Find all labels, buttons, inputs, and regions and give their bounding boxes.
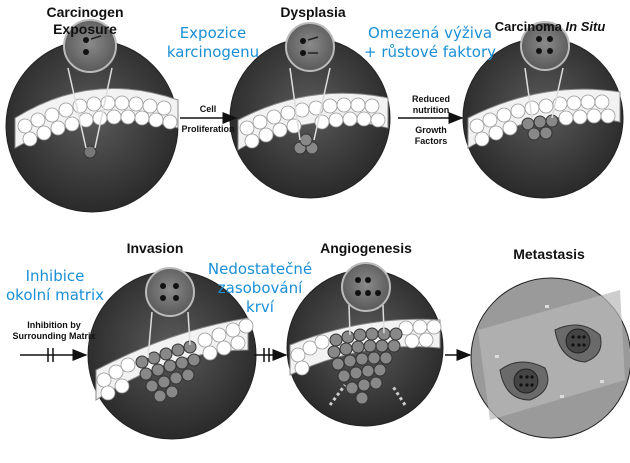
arrow-caption-inhibition: Inhibition by Surrounding Matrix: [4, 320, 104, 342]
stage-title-dysplasia: Dysplasia: [280, 4, 346, 20]
caption-line-3: Growth: [415, 125, 447, 135]
caption-line-4: Factors: [414, 136, 448, 146]
czech-line-2: karcinogenu: [166, 43, 260, 61]
stage-disc-dysplasia: [229, 22, 391, 199]
stage-disc-carcinoma-in-situ: [462, 21, 624, 199]
title-line-2: Exposure: [53, 21, 117, 37]
czech-label-reduced-nutrition: Omezená výživa + růstové faktory: [360, 24, 500, 62]
stage-disc-carcinogen-exposure: [5, 19, 179, 213]
czech-line-2: + růstové faktory: [363, 43, 497, 61]
arrow-caption-growth-factors: Growth Factors: [396, 125, 466, 147]
stage-disc-metastasis: [470, 277, 630, 439]
arrow-caption-reduced-nutrition: Reduced nutrition: [396, 94, 466, 116]
title-line-1: Carcinogen: [46, 4, 124, 20]
stage-title-carcinoma-in-situ: Carcinoma In Situ: [470, 18, 630, 35]
stage-title-invasion: Invasion: [126, 240, 184, 256]
czech-line-3: krví: [246, 298, 274, 316]
czech-line-1: Nedostatečné: [207, 260, 313, 278]
title-main: Carcinoma: [494, 19, 566, 34]
arrow-inhibition-matrix: [20, 348, 88, 362]
caption-line-2: Surrounding Matrix: [12, 331, 96, 341]
arrow-invasion-to-angiogenesis: [254, 348, 288, 362]
stage-title-carcinogen-exposure: Carcinogen Exposure: [20, 4, 150, 38]
czech-line-2: okolní matrix: [5, 286, 104, 304]
czech-label-blood-supply: Nedostatečné zasobování krví: [200, 260, 320, 317]
stage-title-metastasis: Metastasis: [513, 246, 585, 262]
caption-line-1: Reduced: [411, 94, 450, 104]
caption-line-2: nutrition: [412, 105, 450, 115]
epithelium-cells-4: [96, 318, 254, 401]
epithelium-cells-5: [290, 319, 442, 376]
czech-label-inhibition-matrix: Inhibice okolní matrix: [0, 267, 110, 305]
czech-line-2: zasobování: [217, 279, 303, 297]
caption-line-1: Inhibition by: [27, 320, 81, 330]
czech-line-1: Expozice: [179, 24, 247, 42]
epithelium-cells-3: [469, 94, 616, 147]
czech-label-carcinogen-exposure: Expozice karcinogenu: [158, 24, 268, 62]
czech-line-1: Omezená výživa: [367, 24, 493, 42]
stage-disc-angiogenesis: [286, 262, 444, 427]
arrow-caption-cell: Cell: [199, 104, 217, 114]
czech-line-1: Inhibice: [25, 267, 85, 285]
epithelium-cells-1: [17, 95, 178, 147]
title-italic: In Situ: [565, 19, 606, 34]
stage-title-angiogenesis: Angiogenesis: [320, 240, 412, 256]
epithelium-cells-2: [239, 97, 386, 149]
arrow-caption-proliferation: Proliferation: [181, 124, 235, 134]
